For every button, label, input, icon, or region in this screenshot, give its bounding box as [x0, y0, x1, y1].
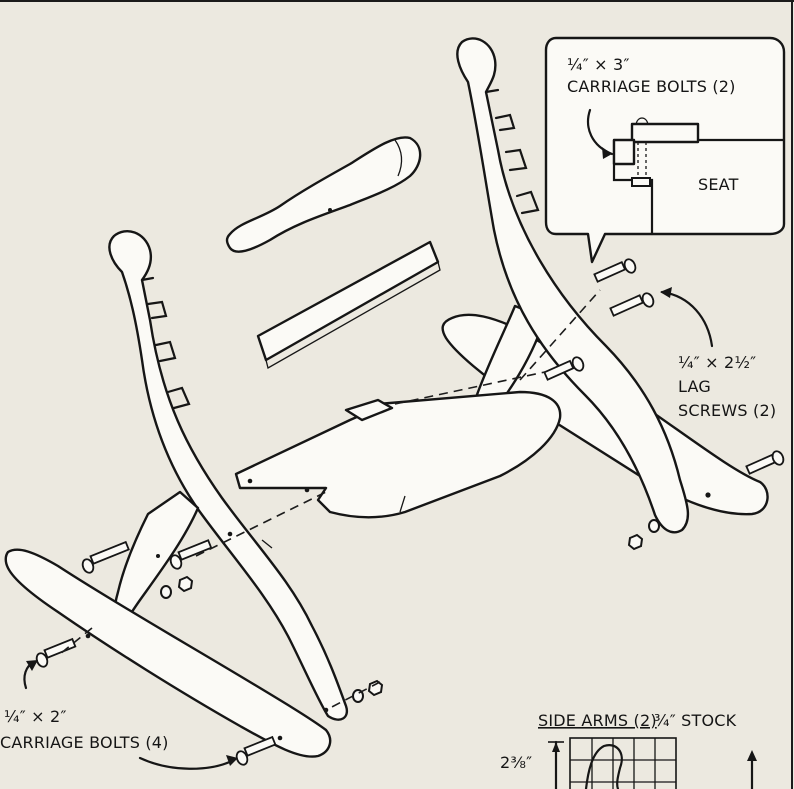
side-arms-pattern: SIDE ARMS (2) ¾″ STOCK 2⅜″: [500, 711, 757, 789]
lag-name-label-2: SCREWS (2): [678, 401, 776, 420]
bottom-bolt-name-label: CARRIAGE BOLTS (4): [0, 733, 169, 752]
side-arms-title: SIDE ARMS (2): [538, 711, 657, 730]
lag-name-label: LAG: [678, 377, 711, 396]
seat-label: SEAT: [698, 175, 739, 194]
bolt-rocker-front: [35, 637, 77, 668]
top-bolt-size-label: ¼″ × 3″: [567, 55, 630, 74]
top-carriage-bolt: [593, 258, 637, 283]
lag-size-label: ¼″ × 2½″: [678, 353, 756, 372]
callout-detail: ¼″ × 3″ CARRIAGE BOLTS (2) SEAT: [544, 36, 786, 264]
side-arms-stock: ¾″ STOCK: [654, 711, 737, 730]
assembly-lines: [59, 289, 601, 711]
left-rocker: [4, 548, 332, 758]
lag-screw-upper: [609, 292, 655, 317]
right-back-leg: [456, 37, 690, 534]
bolt-arm-upper: [81, 540, 130, 574]
dimension-label: 2⅜″: [500, 753, 532, 772]
nut-washer-rocker: [352, 679, 384, 703]
lag-screws-callout: ¼″ × 2½″ LAG SCREWS (2): [660, 287, 776, 420]
rocker-bolt-right: [745, 450, 785, 475]
seat-board: [234, 390, 562, 519]
left-back-leg: [108, 230, 349, 721]
bottom-bolts-callout: ¼″ × 2″ CARRIAGE BOLTS (4): [0, 660, 238, 770]
nut-washer-arm: [160, 575, 194, 599]
top-bolt-name-label: CARRIAGE BOLTS (2): [567, 77, 736, 96]
bottom-bolt-size-label: ¼″ × 2″: [4, 707, 67, 726]
bolt-arm-lower: [169, 539, 213, 570]
backrest-slat: [256, 240, 441, 369]
backrest-top-rail: [225, 136, 422, 253]
lag-screw-lower: [543, 356, 585, 381]
bolt-rocker-rear: [235, 735, 277, 766]
nut-washer-right: [627, 519, 660, 551]
